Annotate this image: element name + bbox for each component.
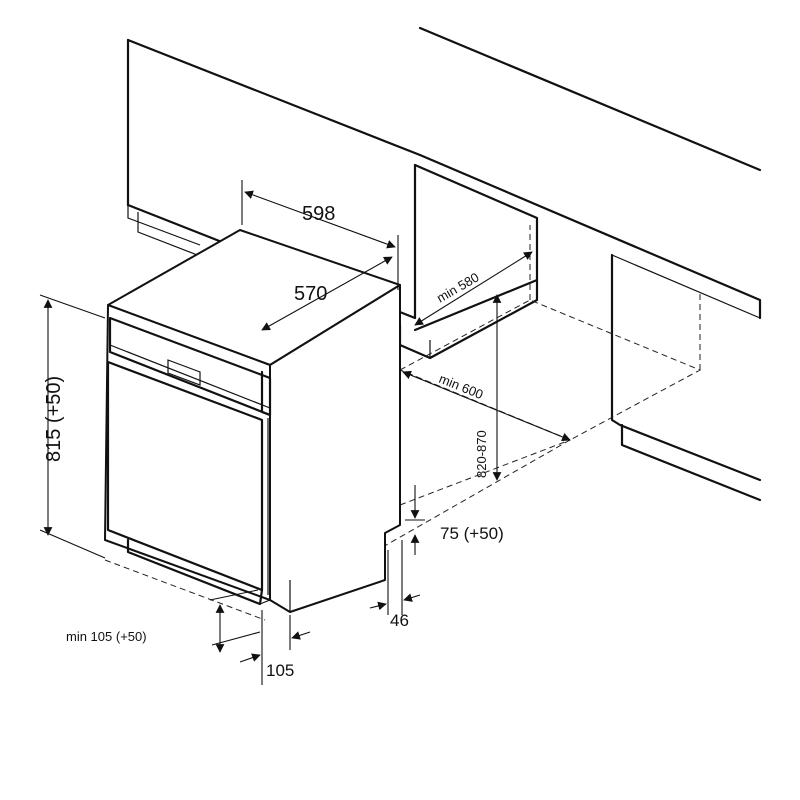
label-815: 815 (+50) bbox=[43, 376, 65, 462]
dishwasher-plinth bbox=[126, 538, 264, 606]
display-window bbox=[167, 359, 201, 386]
label-46: 46 bbox=[390, 611, 409, 630]
label-598: 598 bbox=[302, 203, 335, 225]
label-105: 105 bbox=[266, 661, 294, 680]
dim-598 bbox=[241, 180, 399, 290]
dim-46 bbox=[369, 540, 421, 615]
dim-75 bbox=[405, 485, 425, 555]
label-75: 75 (+50) bbox=[440, 524, 504, 543]
dim-570 bbox=[261, 256, 393, 331]
dim-815 bbox=[39, 294, 106, 559]
dim-min-580 bbox=[414, 251, 533, 326]
label-820-870: 820-870 bbox=[474, 430, 489, 478]
label-min-600: min 600 bbox=[437, 371, 486, 402]
dishwasher-side bbox=[269, 284, 401, 613]
dim-105 bbox=[239, 610, 311, 685]
label-570: 570 bbox=[294, 283, 327, 305]
right-cabinet bbox=[610, 253, 762, 502]
label-min-105: min 105 (+50) bbox=[66, 629, 147, 644]
dim-min-105 bbox=[209, 589, 261, 653]
dishwasher bbox=[104, 229, 401, 613]
dim-min-600 bbox=[402, 370, 571, 442]
